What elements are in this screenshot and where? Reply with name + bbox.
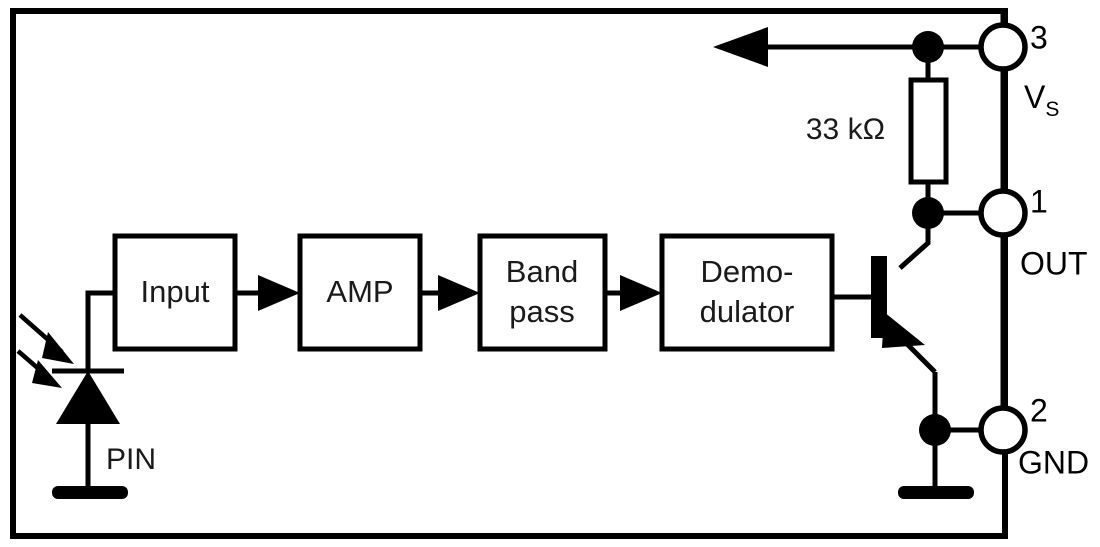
resistor-icon xyxy=(908,77,949,185)
signal-arrow-icon-2 xyxy=(438,275,480,311)
light-arrows-icon xyxy=(16,313,74,388)
block-bandpass-label-line1: Band xyxy=(506,254,578,289)
block-bandpass-label-line2: pass xyxy=(509,294,574,329)
photodiode-label: PIN xyxy=(106,443,156,476)
resistor-label: 33 kΩ xyxy=(806,113,885,146)
pin-3-name-text: V xyxy=(1024,79,1046,115)
pin-3-name-sub: S xyxy=(1045,98,1059,121)
junction-dot-vs xyxy=(912,31,944,63)
pin-3-number: 3 xyxy=(1030,19,1048,55)
pin-photodiode-icon xyxy=(56,371,120,424)
ground-icon xyxy=(898,486,974,499)
block-demodulator-label-line2: dulator xyxy=(700,294,795,329)
ground-icon-left xyxy=(52,486,128,499)
left-arrow-icon xyxy=(713,27,768,67)
pin-3-terminal[interactable] xyxy=(978,22,1028,72)
pin-2-name: GND xyxy=(1018,444,1089,480)
signal-arrow-icon-1 xyxy=(258,275,300,311)
light-arrow-1-head xyxy=(42,332,74,364)
pin-1-terminal[interactable] xyxy=(978,188,1028,238)
photodiode-to-input-wire xyxy=(85,290,115,371)
block-amp-label: AMP xyxy=(326,274,393,309)
signal-arrow-icon-3 xyxy=(620,275,662,311)
pin-2-number: 2 xyxy=(1030,392,1048,428)
block-demodulator[interactable] xyxy=(659,233,835,352)
pin-1-number: 1 xyxy=(1030,183,1048,219)
emitter-arrow-icon xyxy=(882,312,925,348)
pin-3-name: VS xyxy=(1024,79,1059,120)
pin-1-name: OUT xyxy=(1020,245,1088,281)
block-demodulator-label-line1: Demo- xyxy=(700,254,793,289)
block-input-label: Input xyxy=(141,274,210,309)
collector-wire xyxy=(898,213,931,270)
block-bandpass[interactable] xyxy=(477,233,608,352)
pin-2-terminal[interactable] xyxy=(978,405,1028,455)
light-arrow-2-head xyxy=(32,360,62,388)
npn-transistor-icon xyxy=(871,256,887,338)
